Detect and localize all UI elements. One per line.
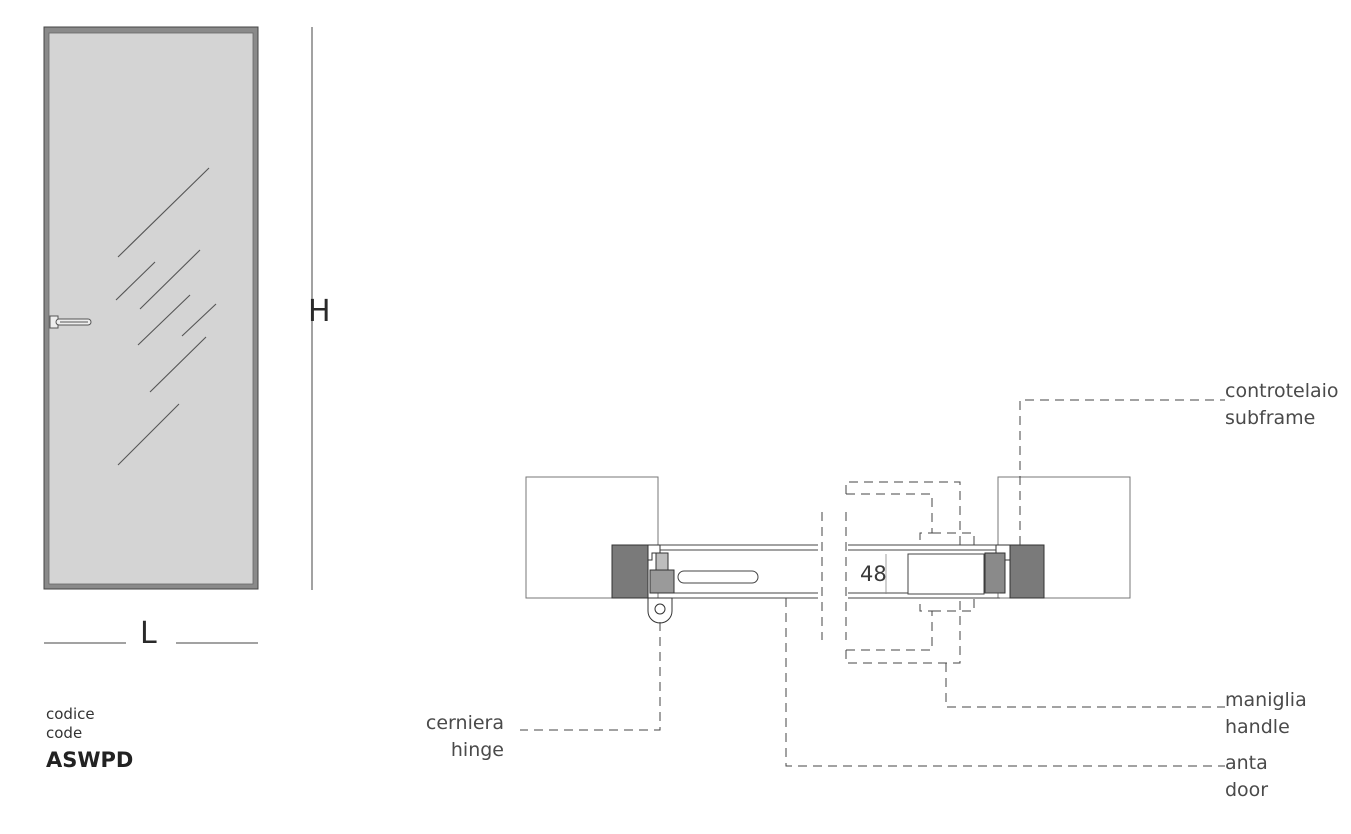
height-label: H	[308, 294, 331, 329]
handle-outline-top	[845, 481, 975, 545]
right-subframe	[1009, 544, 1045, 599]
subframe-leader	[1019, 399, 1225, 545]
hinge-body	[649, 569, 675, 594]
section-thickness-label: 48	[860, 562, 887, 586]
hinge-label-it: cerniera	[426, 712, 504, 734]
code-label-en: code	[46, 724, 83, 742]
width-label: L	[140, 616, 157, 651]
handle-label-en: handle	[1225, 716, 1290, 738]
hinge-label-en: hinge	[451, 739, 504, 761]
hinge-leader	[520, 622, 661, 731]
door-label-it: anta	[1225, 752, 1268, 774]
left-subframe	[611, 544, 649, 599]
product-code: ASWPD	[46, 748, 134, 772]
handle-leader	[945, 663, 1225, 708]
handle-outline-bottom	[845, 598, 975, 664]
right-stop-block	[984, 552, 1006, 594]
subframe-label-it: controtelaio	[1225, 380, 1339, 402]
door-glass-panel	[48, 32, 254, 585]
hinge-pin	[654, 603, 666, 615]
door-leaf-left	[650, 544, 818, 599]
door-plan-section: 48	[525, 476, 1131, 664]
code-label-it: codice	[46, 705, 95, 723]
door-handle-icon	[49, 315, 92, 329]
door-elevation	[43, 26, 259, 590]
subframe-label-en: subframe	[1225, 407, 1315, 429]
door-leader	[785, 598, 1225, 767]
hinge-plate	[655, 552, 669, 571]
callout-leaders	[520, 399, 1225, 767]
handle-label-it: maniglia	[1225, 689, 1307, 711]
lock-body	[907, 553, 985, 595]
glass-reflection-lines	[115, 167, 217, 466]
door-label-en: door	[1225, 779, 1268, 801]
hinge-slot	[677, 570, 759, 584]
